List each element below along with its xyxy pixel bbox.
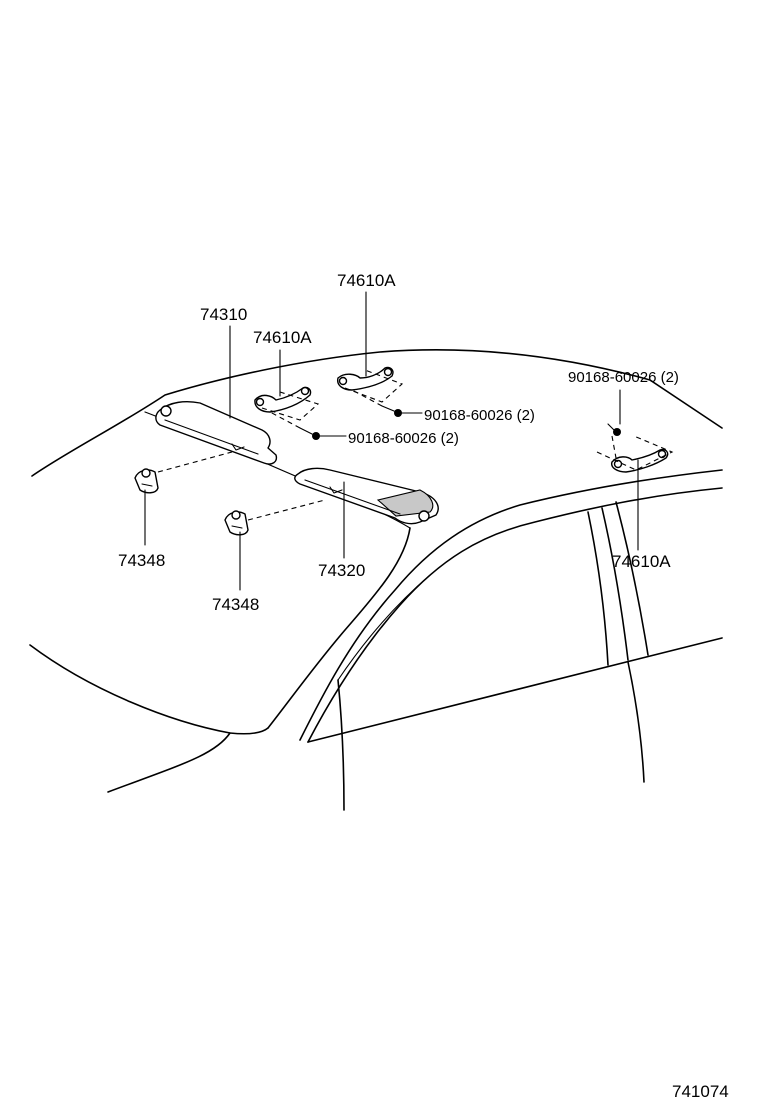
label-grip-top: 74610A bbox=[337, 271, 396, 290]
visor-holder-left bbox=[134, 468, 159, 494]
assembly-guide-lines bbox=[157, 369, 674, 521]
sun-visor-right bbox=[294, 467, 439, 525]
screw-top bbox=[381, 405, 402, 417]
label-screw-top: 90168-60026 (2) bbox=[424, 407, 535, 424]
assist-grip-rear bbox=[611, 448, 669, 473]
visor-holder-right bbox=[224, 510, 249, 536]
label-screw-center: 90168-60026 (2) bbox=[348, 430, 459, 447]
car-body-outline bbox=[29, 349, 723, 811]
label-visor-right: 74320 bbox=[318, 561, 365, 580]
diagram-code: 741074 bbox=[672, 1082, 729, 1101]
label-screw-rear: 90168-60026 (2) bbox=[568, 369, 679, 386]
label-holder-right: 74348 bbox=[212, 595, 259, 614]
sun-visor-left bbox=[155, 401, 278, 465]
assist-grip-center bbox=[254, 386, 312, 413]
label-holder-left: 74348 bbox=[118, 551, 165, 570]
leader-lines bbox=[144, 291, 639, 591]
label-visor-left: 74310 bbox=[200, 305, 247, 324]
label-grip-rear: 74610A bbox=[612, 552, 671, 571]
screw-center bbox=[299, 427, 320, 440]
label-grip-center: 74610A bbox=[253, 328, 312, 347]
screw-rear bbox=[607, 423, 621, 436]
assist-grip-top bbox=[337, 366, 394, 391]
